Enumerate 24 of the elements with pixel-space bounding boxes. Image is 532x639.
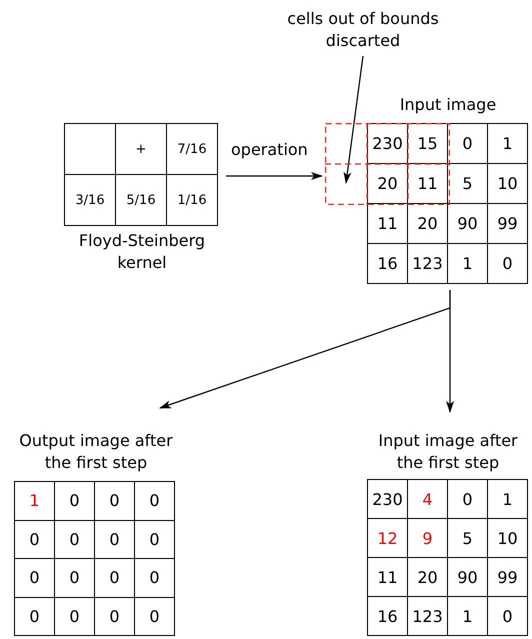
dashed-region: [325, 123, 450, 205]
grid-cell: 0: [134, 481, 175, 520]
callout-text: cells out of bounds discarted: [286, 8, 440, 52]
grid-title: Floyd-Steinberg kernel: [78, 230, 206, 274]
grid-title: Output image after the first step: [18, 430, 174, 474]
grid-cell: 1/16: [166, 174, 218, 226]
grid-cell: 0: [134, 596, 175, 636]
arrow: [446, 290, 454, 413]
grid-cell: 1: [14, 481, 55, 520]
arrow: [226, 172, 323, 180]
grid-cell: 230: [367, 123, 408, 164]
grid-cell: 0: [14, 596, 55, 636]
leader-line: [344, 56, 364, 184]
grid-cell: 230: [367, 479, 408, 519]
grid-cell: 0: [487, 596, 528, 636]
grid-cell: 7/16: [166, 123, 218, 175]
grid-cell: 1: [487, 123, 528, 164]
grid-cell: 1: [487, 479, 528, 519]
grid-title: Input image: [398, 94, 498, 116]
grid-cell: 16: [367, 596, 408, 636]
grid-cell: 0: [487, 243, 528, 284]
grid-cell: 3/16: [64, 174, 116, 226]
grid-cell: 16: [367, 243, 408, 284]
grid-title: Input image after the first step: [377, 430, 519, 474]
